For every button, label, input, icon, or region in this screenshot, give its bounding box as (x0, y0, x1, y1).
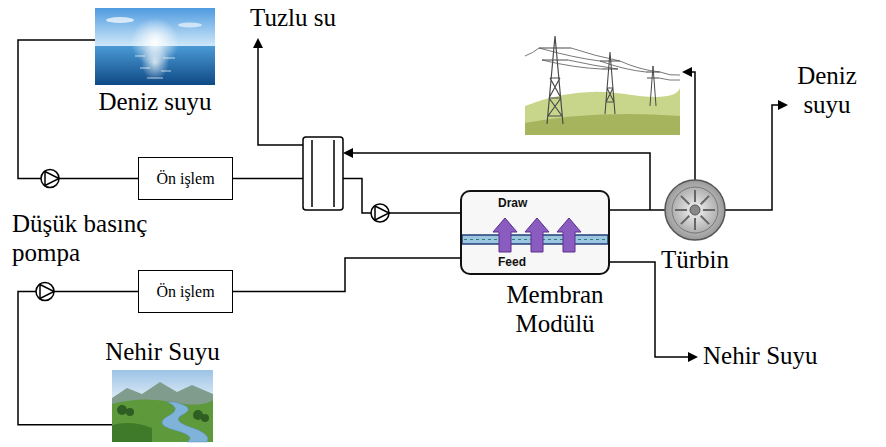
pump-symbol (41, 170, 59, 188)
flow-wire (610, 262, 688, 357)
pretreatment-box: Ön işlem (138, 157, 233, 200)
flow-line (610, 209, 665, 211)
turbine-symbol (665, 180, 725, 240)
pump-symbol (45, 172, 59, 186)
flow-wire (725, 105, 778, 210)
pump-label: Düşük basınç pompa (12, 210, 192, 268)
river-image (201, 414, 209, 422)
module-label: Draw (498, 196, 527, 210)
membrane-module-body (493, 218, 517, 252)
pressure-exchanger (303, 137, 343, 210)
membrane-module-body (525, 218, 549, 252)
arrow-head (778, 100, 788, 110)
membrane-module-body (460, 190, 610, 275)
flow-wire (692, 72, 695, 180)
arrow-head (253, 38, 788, 362)
outlet-label: Tuzlu su (250, 4, 336, 33)
power-lines-image (525, 28, 680, 135)
membrane-module-body (460, 190, 610, 275)
box-label: Ön işlem (156, 282, 214, 301)
turbine-symbol (675, 190, 715, 230)
outlet-label: Nehir Suyu (703, 342, 818, 371)
river-image (112, 423, 152, 442)
turbine-symbol (672, 187, 718, 233)
turbine-shape (665, 180, 725, 240)
turbine-symbol (665, 180, 725, 240)
power-lines-image (525, 28, 680, 135)
pretreatment-box: Ön işlem (138, 270, 233, 313)
river-water-source: Nehir Suyu (80, 338, 245, 442)
arrow-head (688, 352, 698, 362)
arrow-head (343, 148, 353, 158)
pump-symbol (371, 204, 389, 222)
river-image (112, 370, 213, 442)
pretreatment-box-shape: Ön işlem (138, 270, 233, 313)
river-water-source-shape (112, 370, 213, 442)
sea-water-source-shape (95, 8, 215, 85)
pump-symbol (375, 206, 389, 220)
flow-line (233, 258, 460, 292)
flow-wire (343, 179, 460, 214)
arrow-head (253, 38, 263, 48)
turbine-symbol (690, 205, 700, 215)
river-image (126, 408, 134, 416)
power-lines-image (600, 52, 620, 114)
turbine-label: Türbin (655, 246, 735, 275)
outlet-label: Nehir Suyu (703, 342, 818, 371)
river-image (112, 399, 213, 442)
outlet-label: Tuzlu su (250, 4, 336, 33)
pressure-exchanger (303, 137, 343, 210)
membrane-module-shape: DrawFeed (460, 190, 610, 275)
pump-label: Düşük basınç pompa (12, 210, 192, 268)
pump-symbol (40, 285, 54, 299)
sea-image (135, 56, 175, 78)
sea-image (106, 17, 134, 23)
river-image (117, 405, 127, 415)
sea-image (141, 44, 169, 80)
source-label: Nehir Suyu (80, 338, 245, 367)
sea-image (178, 23, 202, 28)
turbine: Türbin (655, 180, 735, 275)
flow-wire (233, 178, 303, 180)
pretreatment-box-shape: Ön işlem (138, 157, 233, 200)
outlet-label: Deniz suyu (790, 62, 864, 120)
arrow-head (682, 67, 692, 77)
sea-image (95, 8, 215, 85)
power-lines-image (525, 114, 680, 135)
pressure-exchanger (312, 140, 334, 207)
power-lines-image (525, 48, 680, 80)
module-label: Membran Modülü (490, 281, 620, 339)
outlet-label: Deniz suyu (790, 62, 864, 120)
sea-water-source: Deniz suyu (95, 8, 215, 117)
membrane-module: DrawFeedMembran Modülü (460, 190, 610, 339)
pump-symbol (36, 283, 54, 301)
flow-wire (258, 48, 303, 145)
module-label: Feed (498, 255, 526, 269)
membrane-module-body (557, 218, 581, 252)
flow-wire (233, 48, 778, 357)
source-label: Deniz suyu (95, 88, 215, 117)
box-label: Ön işlem (156, 169, 214, 188)
river-image (162, 402, 208, 442)
